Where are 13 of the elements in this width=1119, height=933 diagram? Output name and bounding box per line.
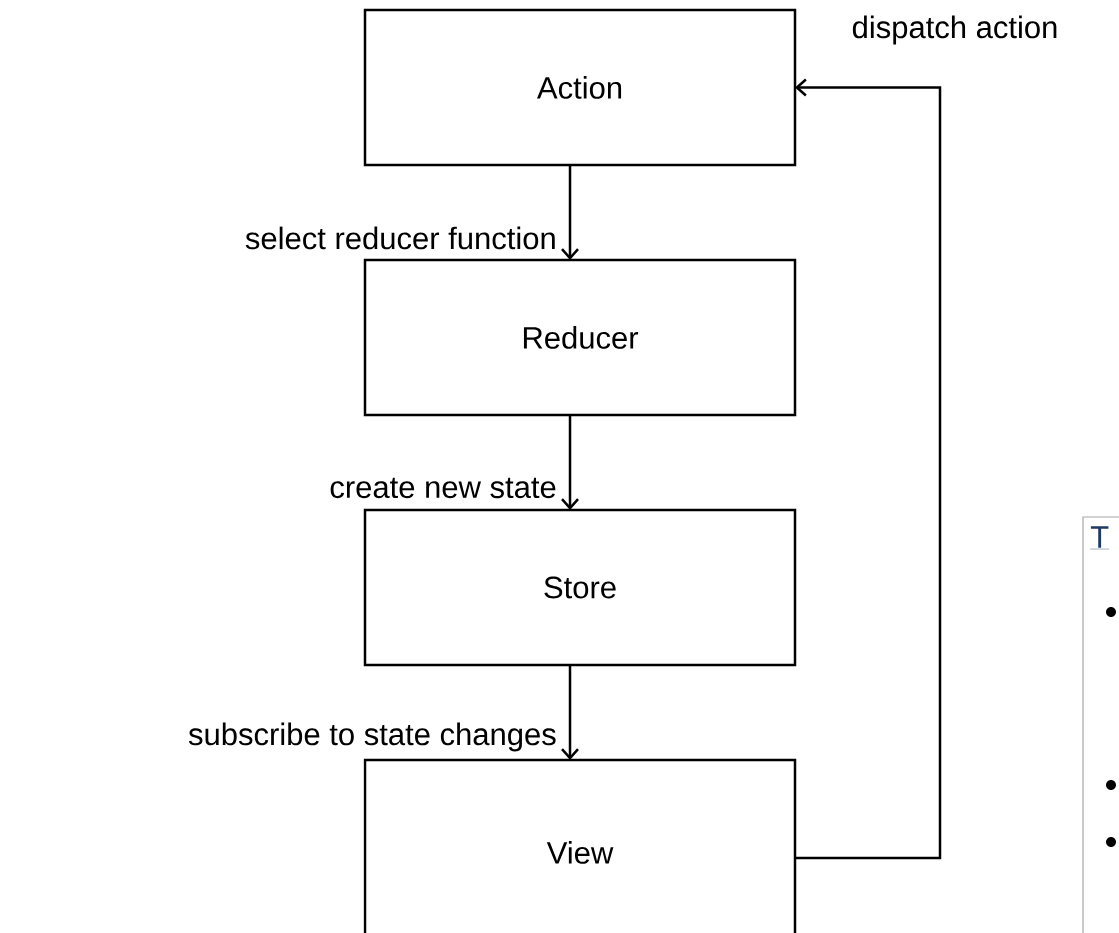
edge-label: create new state [328,476,558,500]
process-box: View [363,758,797,933]
edge-label: dispatch action [850,14,1060,46]
link-text: T [1090,526,1110,550]
arrow [561,415,579,510]
arrow [795,78,942,860]
process-box: Reducer [363,258,797,417]
process-box: Store [363,508,797,667]
process-box: Action [363,8,797,167]
arrow [561,165,579,260]
edge-label: select reducer function [243,225,558,251]
edge-label: subscribe to state changes [187,721,558,753]
arrow [561,665,579,760]
